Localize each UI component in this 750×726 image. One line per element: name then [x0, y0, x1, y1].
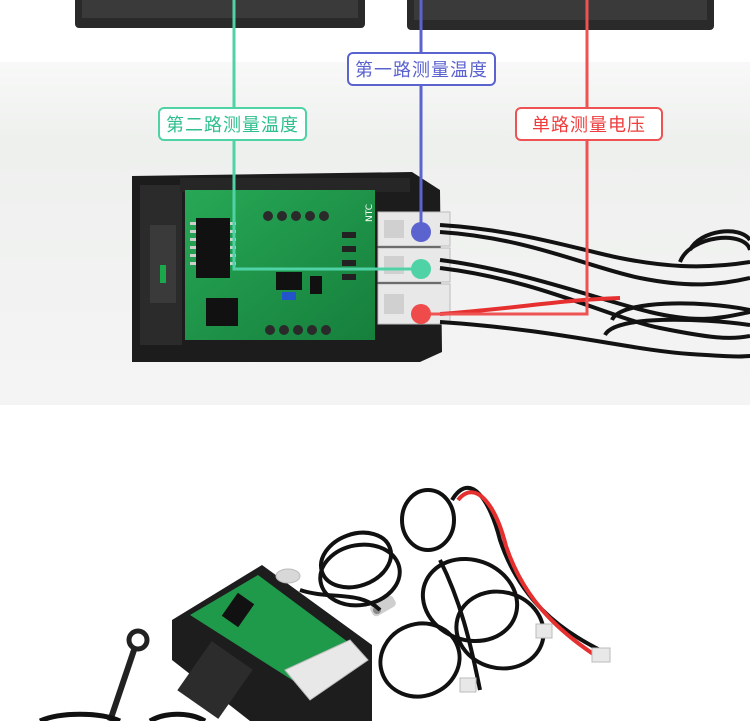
meter-module-rear: NTC [132, 172, 451, 362]
voltage-callout: 单路测量电压 [515, 107, 663, 141]
channel2-temperature-callout: 第二路测量温度 [158, 107, 307, 141]
channel1-temperature-callout: 第一路测量温度 [347, 52, 496, 86]
voltage-marker [411, 304, 431, 324]
ntc-label: NTC [365, 204, 375, 222]
bottom-caption [390, 702, 690, 726]
sensor-cables [439, 223, 750, 359]
channel1-temperature-label: 第一路测量温度 [355, 60, 488, 81]
channel1-marker [411, 222, 431, 242]
channel2-marker [411, 259, 431, 279]
bottom-product-photo [38, 485, 611, 724]
channel2-temperature-label: 第二路测量温度 [166, 115, 299, 136]
voltage-label: 单路测量电压 [532, 115, 646, 136]
